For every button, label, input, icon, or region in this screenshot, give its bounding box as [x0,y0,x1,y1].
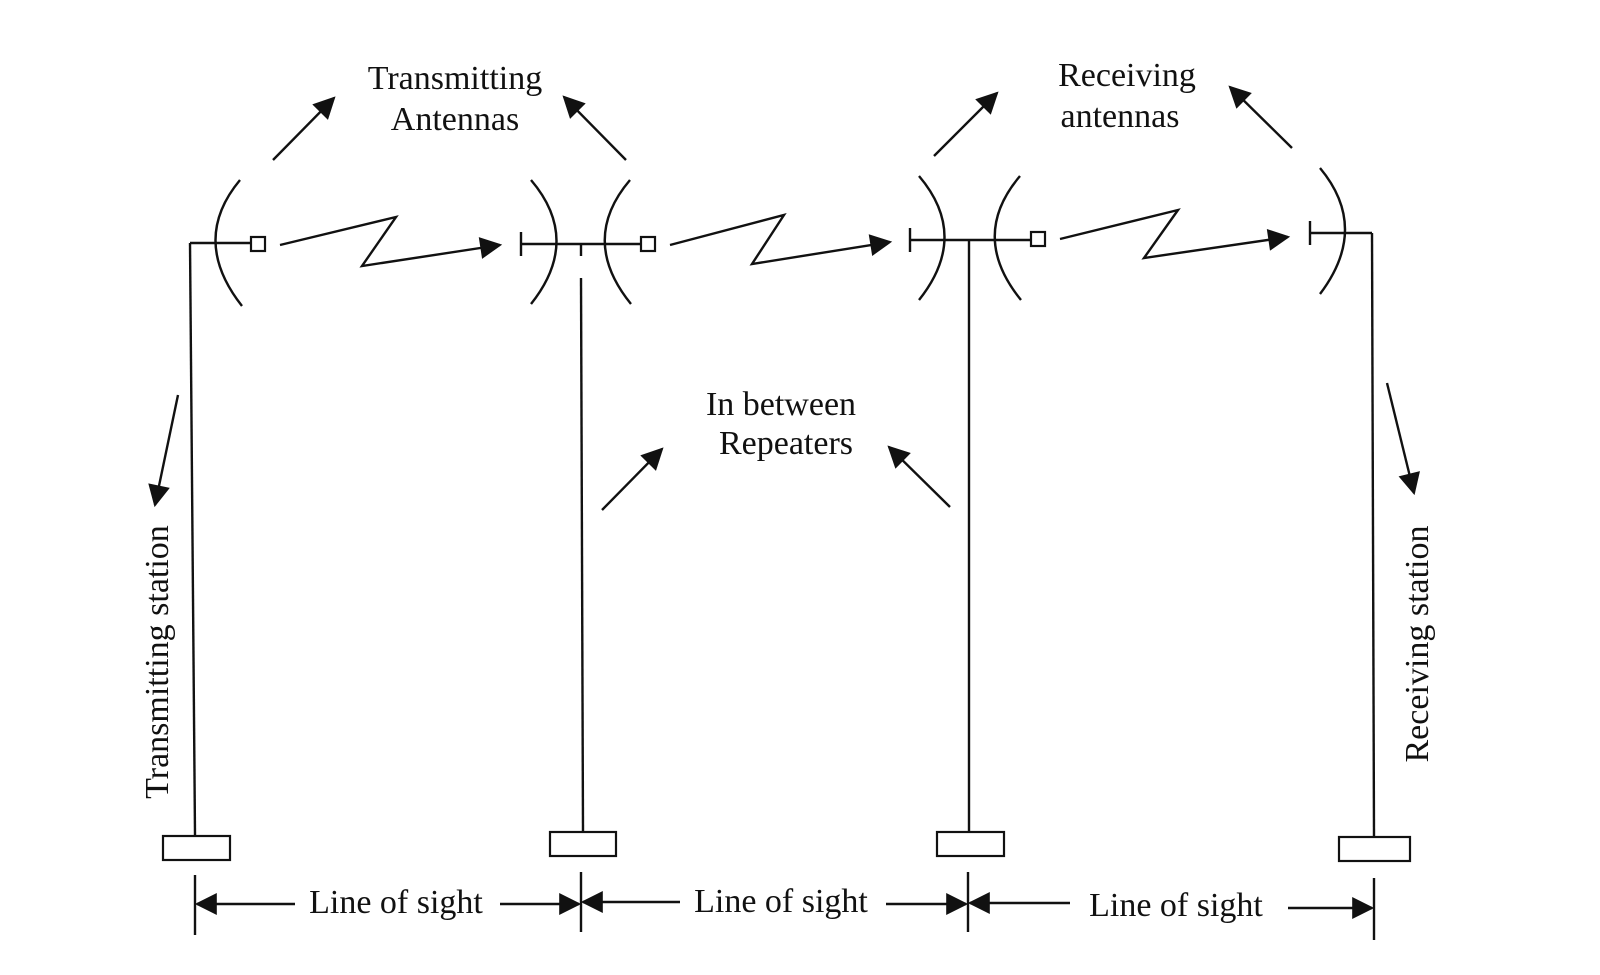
arrow-to-repeater-2 [887,445,951,508]
receiving-antennas-line2: antennas [1061,98,1180,135]
repeater-2-transmit-dish [993,175,1022,301]
arrow-to-transmit-antenna-1 [272,96,336,161]
pointer-arrows [148,85,1420,511]
arrow-to-receive-antenna-2 [1228,85,1293,149]
line-of-sight-label-2: Line of sight [694,883,868,920]
microwave-beams [279,208,1291,268]
line-of-sight-label-1: Line of sight [309,884,483,921]
repeater-1 [519,179,657,858]
transmitting-dish [214,179,243,307]
receiving-tower-mast [1370,232,1376,837]
receiving-station-label: Receiving station [1399,525,1436,762]
transmitting-feed-icon [249,235,267,253]
repeaters-line1: In between [706,386,856,423]
arrow-to-receive-antenna-1 [933,91,999,157]
repeater-2-base [935,830,1006,858]
beam-3 [1059,208,1291,260]
repeater-1-transmit-dish [603,179,632,305]
arrow-to-transmitting-station [148,394,180,508]
transmitting-antennas-label: Transmitting Antennas [368,60,542,138]
receiving-station-base [1337,835,1412,863]
arrow-to-receiving-station [1385,382,1420,496]
repeater-1-feed-icon [639,235,657,253]
repeaters-label: In between Repeaters [706,386,856,462]
transmitting-antennas-line2: Antennas [391,101,519,138]
transmitting-station-label: Transmitting station [139,525,176,799]
beam-1 [279,215,503,268]
transmitting-antennas-line1: Transmitting [368,60,542,97]
repeater-1-mast [579,277,585,833]
receiving-antennas-line1: Receiving [1058,57,1196,94]
repeater-1-receive-dish [530,179,558,305]
repeater-2-feed-icon [1029,230,1047,248]
transmitting-tower-mast [188,242,197,836]
arrow-to-transmit-antenna-2 [562,95,627,161]
beam-2 [669,213,893,266]
receiving-dish [1319,167,1347,295]
repeaters-line2: Repeaters [719,425,853,462]
repeater-2 [908,175,1047,858]
transmitting-station-tower [161,179,267,862]
arrow-to-repeater-1 [601,447,664,511]
repeater-1-base [548,830,618,858]
receiving-station-tower [1308,167,1412,863]
transmitting-station-base [161,834,232,862]
receiving-antennas-label: Receiving antennas [1058,57,1196,135]
line-of-sight-label-3: Line of sight [1089,887,1263,924]
repeater-2-receive-dish [918,175,946,301]
line-of-sight-dimensions: Line of sight Line of sight Line of sigh… [193,872,1376,940]
